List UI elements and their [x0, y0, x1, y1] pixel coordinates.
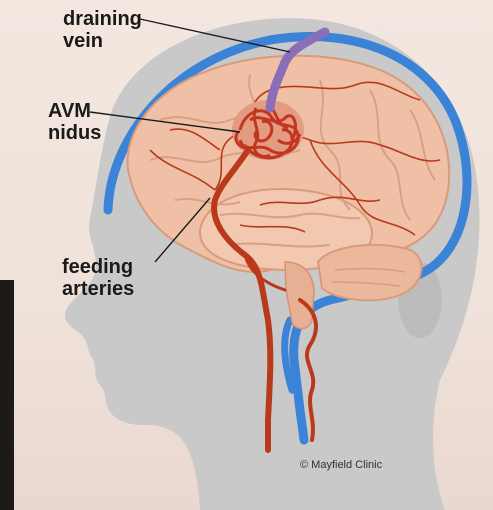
label-avm-nidus: AVM nidus	[48, 100, 101, 144]
label-feeding-arteries: feeding arteries	[62, 256, 134, 300]
cerebellum	[318, 245, 421, 300]
copyright-credit: © Mayfield Clinic	[300, 459, 382, 471]
label-draining-vein: draining vein	[63, 8, 142, 52]
